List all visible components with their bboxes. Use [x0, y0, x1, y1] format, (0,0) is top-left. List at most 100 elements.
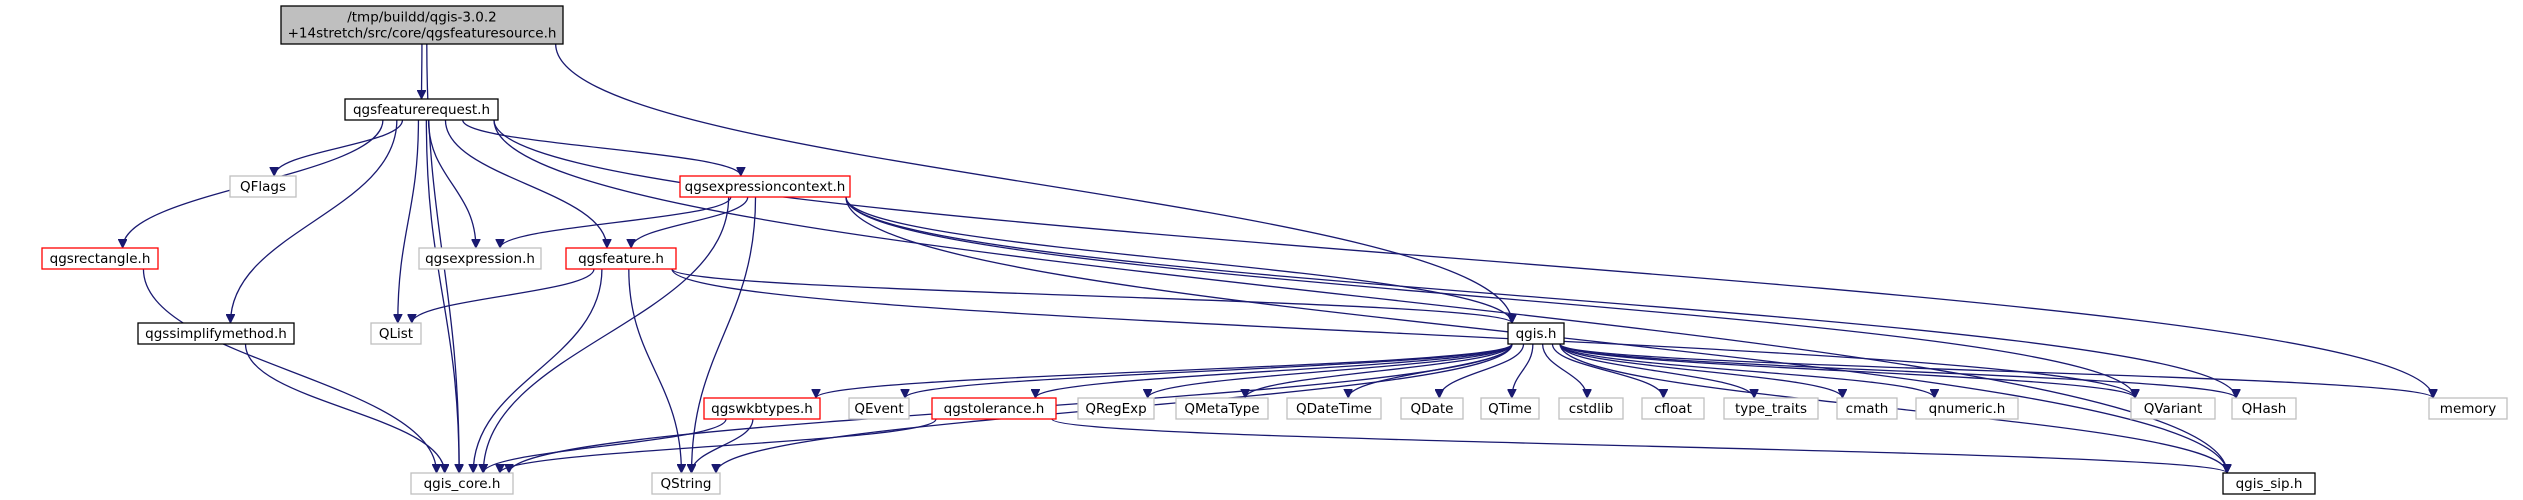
- edge-qgstolerance-to-qgis_sip: [1051, 418, 2227, 474]
- edge-qgsfeaturerequest-to-qgsexpression: [427, 119, 476, 248]
- node-box: [137, 322, 295, 345]
- node-box: [370, 322, 422, 345]
- node-qgsfeature[interactable]: qgsfeature.h: [565, 247, 677, 270]
- edge-qgis-to-qtime: [1512, 343, 1534, 398]
- node-cstdlib: cstdlib: [1558, 397, 1624, 420]
- node-box: [410, 472, 514, 495]
- node-box: [1077, 397, 1155, 420]
- edge-qgsrectangle-to-qgis_core: [142, 268, 436, 473]
- node-box: [565, 247, 677, 270]
- node-label: QDateTime: [1296, 401, 1372, 417]
- nodes-layer: /tmp/buildd/qgis-3.0.2+14stretch/src/cor…: [41, 5, 2508, 495]
- node-label: cstdlib: [1569, 401, 1613, 417]
- node-qevent: QEvent: [848, 397, 910, 420]
- node-label: qgis_sip.h: [2236, 476, 2303, 492]
- node-label: qgsfeature.h: [578, 251, 664, 267]
- node-box: [418, 247, 542, 270]
- node-qgsfeaturerequest[interactable]: qgsfeaturerequest.h: [344, 98, 499, 121]
- node-cfloat: cfloat: [1641, 397, 1705, 420]
- node-qgstolerance[interactable]: qgstolerance.h: [931, 397, 1057, 420]
- node-qstring: QString: [651, 472, 721, 495]
- node-label: qgis.h: [1516, 326, 1557, 342]
- node-qgis-sip[interactable]: qgis_sip.h: [2222, 472, 2316, 495]
- node-cmath: cmath: [1836, 397, 1898, 420]
- node-label: memory: [2440, 401, 2496, 417]
- node-qgssimplifymethod[interactable]: qgssimplifymethod.h: [137, 322, 295, 345]
- edge-qgsfeature-to-qlist: [412, 268, 595, 324]
- node-qgsexpressioncontext[interactable]: qgsexpressioncontext.h: [679, 175, 851, 198]
- edge-qgis-to-cstdlib: [1541, 343, 1588, 399]
- node-qgswkbtypes[interactable]: qgswkbtypes.h: [703, 397, 821, 420]
- node-label: qgssimplifymethod.h: [145, 326, 287, 342]
- node-label: QHash: [2242, 401, 2287, 417]
- node-qtime: QTime: [1480, 397, 1540, 420]
- node-label: qgstolerance.h: [944, 401, 1045, 417]
- node-box: [1641, 397, 1705, 420]
- node-label: QDate: [1411, 401, 1454, 417]
- node-box: [1915, 397, 2019, 420]
- edge-qgsfeaturerequest-to-qgsexpressioncontext: [462, 119, 741, 177]
- node-box: [1480, 397, 1540, 420]
- node-label: cmath: [1846, 401, 1889, 417]
- edge-qgis-to-memory: [1559, 343, 2433, 399]
- node-label: QVariant: [2144, 401, 2203, 417]
- node-qgsexpression: qgsexpression.h: [418, 247, 542, 270]
- edge-qgssimplifymethod-to-qgis_core: [244, 343, 445, 473]
- node-qgis[interactable]: qgis.h: [1507, 322, 1565, 345]
- node-type-traits: type_traits: [1723, 397, 1819, 420]
- node-box: [848, 397, 910, 420]
- node-box: [2428, 397, 2508, 420]
- edge-qgsexpressioncontext-to-qhash: [845, 196, 2236, 398]
- edge-qgstolerance-to-qgis_core: [500, 418, 937, 474]
- edge-qgis-to-qmetatype: [1245, 343, 1513, 399]
- edge-qgswkbtypes-to-qgis_core: [483, 418, 727, 474]
- node-box: [2130, 397, 2216, 420]
- edge-qgsexpressioncontext-to-qgis_core: [483, 196, 730, 473]
- edge-qgsfeaturerequest-to-qgis_core: [425, 119, 459, 473]
- edge-qgis-to-qvariant: [1559, 343, 2135, 399]
- edge-qgis-to-qdate: [1439, 343, 1525, 399]
- node-label: qgswkbtypes.h: [711, 401, 813, 417]
- node-box: [1723, 397, 1819, 420]
- node-box: [1836, 397, 1898, 420]
- node-label: qnumeric.h: [1929, 401, 2006, 417]
- edge-qgsfeaturerequest-to-qflags: [274, 119, 404, 177]
- node-qhash: QHash: [2231, 397, 2297, 420]
- node-qgsrectangle[interactable]: qgsrectangle.h: [41, 247, 159, 270]
- edge-qgis-to-qevent: [905, 343, 1513, 399]
- edge-qgsfeaturerequest-to-qgsfeature: [444, 119, 607, 248]
- node-label: qgsrectangle.h: [50, 251, 151, 267]
- node-qdatetime: QDateTime: [1286, 397, 1382, 420]
- node-label: /tmp/buildd/qgis-3.0.2: [347, 10, 497, 26]
- edge-qgsfeature-to-qgis: [671, 268, 1512, 324]
- node-label: QFlags: [240, 179, 286, 195]
- edges-layer: [123, 43, 2433, 474]
- edge-qgsexpressioncontext-to-qgsfeature: [631, 196, 749, 249]
- node-label: QList: [379, 326, 413, 342]
- node-root[interactable]: /tmp/buildd/qgis-3.0.2+14stretch/src/cor…: [280, 5, 564, 45]
- node-label: qgsfeaturerequest.h: [353, 102, 490, 118]
- edge-qgis-to-qhash: [1559, 343, 2236, 399]
- node-qnumeric: qnumeric.h: [1915, 397, 2019, 420]
- edge-qgis-to-qregexp: [1148, 343, 1513, 399]
- node-label: qgsexpressioncontext.h: [685, 179, 846, 195]
- node-label: qgis_core.h: [424, 476, 501, 492]
- edge-qgsfeaturerequest-to-qgis_sip: [493, 119, 2227, 473]
- edge-qgis-to-qgstolerance: [1035, 343, 1513, 399]
- node-qflags: QFlags: [229, 175, 297, 198]
- edge-qgsfeature-to-qstring: [628, 268, 682, 473]
- edge-qgsexpressioncontext-to-qgsexpression: [500, 196, 732, 249]
- edge-qgsexpressioncontext-to-qvariant: [845, 196, 2135, 398]
- node-box: [2222, 472, 2316, 495]
- node-box: [931, 397, 1057, 420]
- node-box: [1558, 397, 1624, 420]
- node-qdate: QDate: [1400, 397, 1464, 420]
- node-qlist: QList: [370, 322, 422, 345]
- edge-qgsfeature-to-qgis_core: [473, 268, 603, 473]
- node-label: QString: [661, 476, 712, 492]
- node-box: [679, 175, 851, 198]
- edge-qgis-to-cfloat: [1551, 343, 1663, 399]
- node-qgis-core: qgis_core.h: [410, 472, 514, 495]
- edge-qgsfeaturerequest-to-qgssimplifymethod: [230, 119, 398, 323]
- edge-qgsfeaturerequest-to-memory: [493, 119, 2433, 398]
